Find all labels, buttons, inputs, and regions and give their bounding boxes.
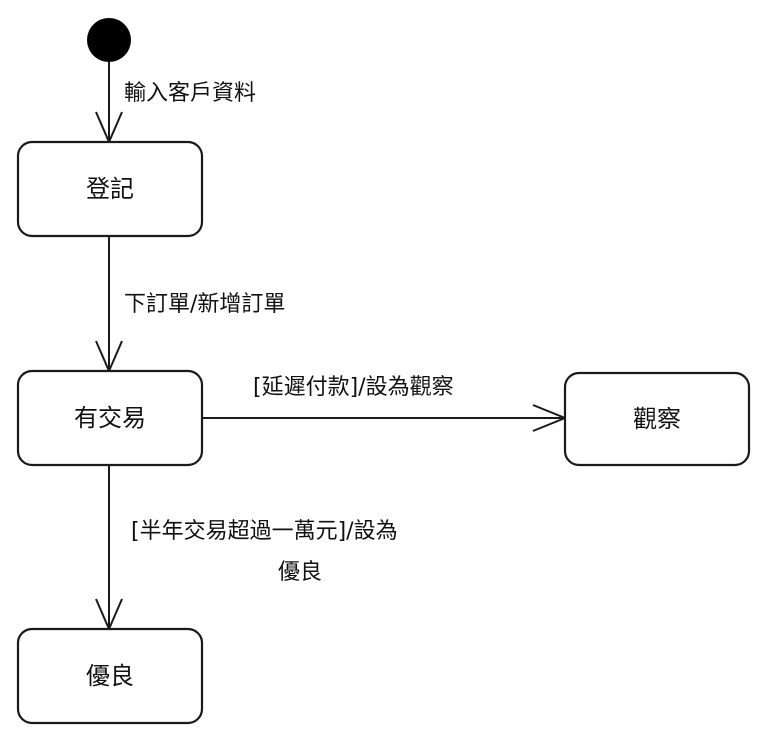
state-excellent xyxy=(16,627,204,725)
state-watch-label: 觀察 xyxy=(633,405,681,433)
edge-label-place-order: 下訂單/新增訂單 xyxy=(124,292,285,317)
edge-label-delayed-payment: [延遲付款]/設為觀察 xyxy=(253,375,454,400)
state-register-label: 登記 xyxy=(86,175,134,203)
state-watch xyxy=(563,371,751,467)
initial-state-node xyxy=(87,18,131,62)
state-excellent-label: 優良 xyxy=(86,662,134,690)
edge-label-input-customer-data: 輸入客戶資料 xyxy=(124,81,256,106)
state-transacting-label: 有交易 xyxy=(74,404,146,432)
edge-label-half-year-line1: [半年交易超過一萬元]/設為 xyxy=(131,519,398,544)
edge-label-half-year-line2: 優良 xyxy=(278,560,322,585)
